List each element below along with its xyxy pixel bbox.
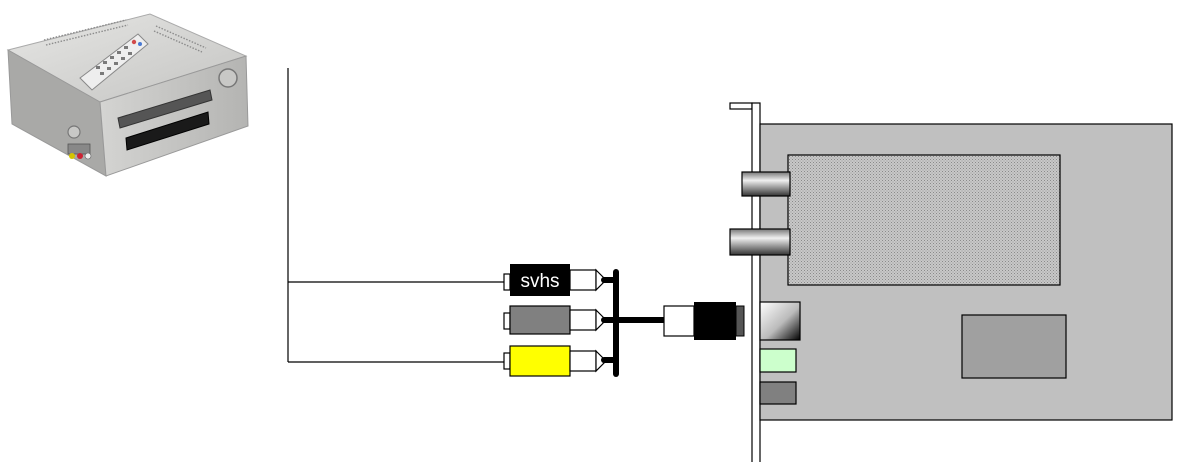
card-bracket (729, 102, 761, 462)
video-input-port (759, 301, 801, 341)
vcr-with-remote-icon (6, 13, 249, 177)
grey-rca-plug (503, 305, 607, 335)
remote-control-icon (79, 33, 149, 91)
svhs-plug: svhs (503, 264, 607, 296)
tv-capture-card-icon (729, 102, 1173, 462)
card-input-connector (663, 302, 745, 340)
wiring (287, 68, 508, 363)
tuner-module (787, 154, 1061, 286)
processor-chip (961, 314, 1067, 379)
breakout-cable (601, 269, 669, 377)
audio-port-grey (759, 381, 797, 405)
antenna-connector-bottom (729, 228, 791, 256)
svhs-label: svhs (520, 271, 559, 292)
antenna-connector-top (741, 171, 791, 197)
audio-port-green (759, 348, 797, 373)
yellow-rca-plug (503, 345, 607, 377)
